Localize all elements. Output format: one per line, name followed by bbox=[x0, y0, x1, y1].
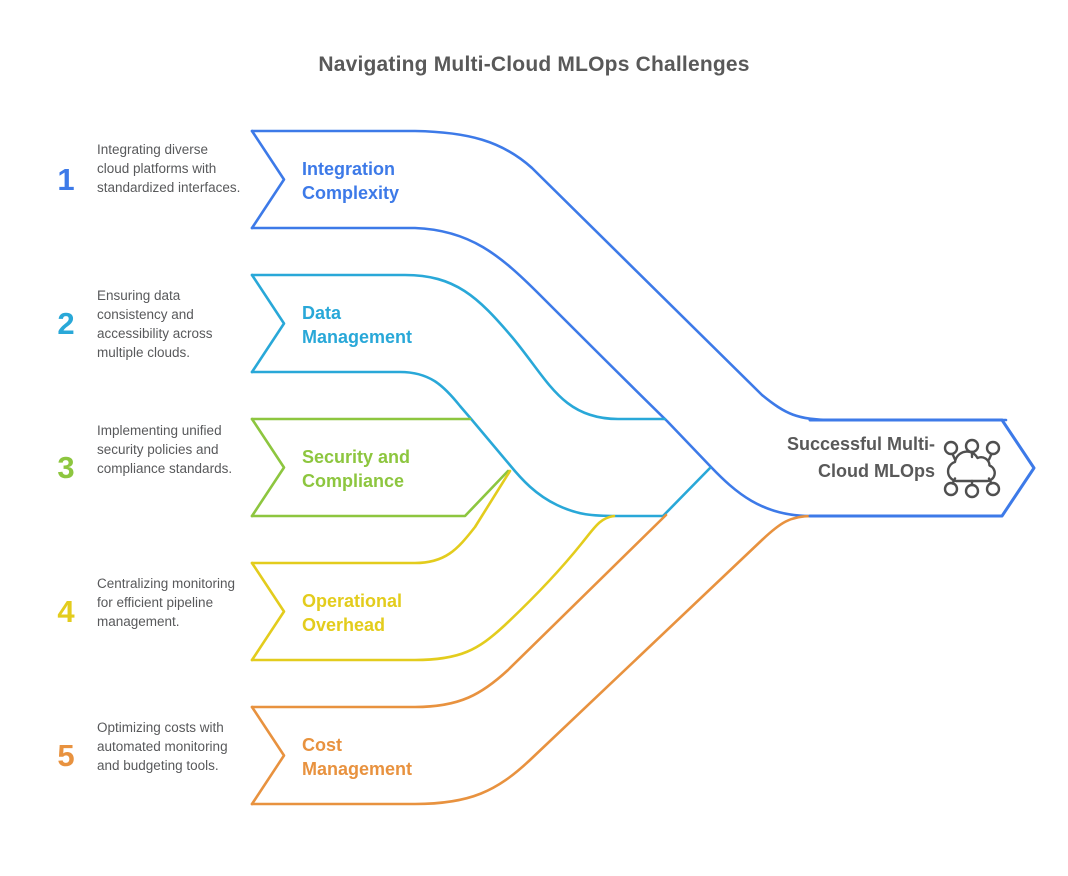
item-5-description: Optimizing costs with automated monitori… bbox=[97, 720, 228, 773]
band-5-chevron-edge bbox=[250, 705, 286, 806]
node-top-left bbox=[943, 440, 959, 456]
band-1-integration-complexity-ribbon bbox=[250, 129, 1008, 518]
item-5-label: Cost Management bbox=[302, 735, 413, 779]
item-5-number: 5 bbox=[57, 738, 75, 773]
item-4-description: Centralizing monitoring for efficient pi… bbox=[97, 576, 236, 629]
band-1-top-edge bbox=[250, 129, 1008, 422]
band-3-chevron-edge bbox=[250, 417, 286, 518]
node-top-mid bbox=[964, 438, 980, 454]
item-3-description: Implementing unified security policies a… bbox=[97, 423, 233, 476]
band-3-security-compliance-ribbon bbox=[250, 417, 510, 518]
band-2-top-edge bbox=[250, 273, 667, 421]
band-4-chevron-edge bbox=[250, 561, 286, 662]
item-2-label: Data Management bbox=[302, 303, 413, 347]
band-2-data-management-ribbon bbox=[250, 273, 712, 518]
diagram-title: Navigating Multi-Cloud MLOps Challenges bbox=[318, 53, 750, 76]
item-1-label: Integration Complexity bbox=[302, 159, 400, 203]
node-bottom-right bbox=[985, 481, 1001, 497]
band-4-bottom-edge bbox=[250, 514, 616, 662]
item-3-number: 3 bbox=[57, 450, 75, 485]
result-arrow-outline bbox=[808, 418, 1036, 518]
band-5-bottom-edge bbox=[250, 514, 814, 806]
band-1-bottom-edge bbox=[250, 226, 812, 518]
item-2-description: Ensuring data consistency and accessibil… bbox=[97, 288, 213, 360]
result-label: Successful Multi-Cloud MLOps bbox=[786, 434, 935, 481]
item-3-label: Security and Compliance bbox=[302, 447, 411, 491]
item-4-label: Operational Overhead bbox=[302, 591, 403, 635]
item-2-number: 2 bbox=[57, 306, 75, 341]
band-4-top-edge bbox=[250, 469, 512, 565]
node-bottom-mid bbox=[964, 483, 980, 499]
cloud-network-icon bbox=[943, 438, 1001, 499]
band-2-bottom-edge bbox=[250, 370, 712, 518]
band-2-chevron-edge bbox=[250, 273, 286, 374]
node-bottom-left bbox=[943, 481, 959, 497]
cloud-shape bbox=[946, 450, 996, 483]
item-1-number: 1 bbox=[57, 162, 75, 197]
item-4-number: 4 bbox=[57, 594, 75, 629]
band-3-bottom-edge bbox=[250, 469, 510, 518]
band-1-chevron-edge bbox=[250, 129, 286, 230]
band-4-operational-overhead-ribbon bbox=[250, 469, 616, 662]
node-top-right bbox=[985, 440, 1001, 456]
item-1-description: Integrating diverse cloud platforms with… bbox=[97, 142, 241, 195]
band-5-cost-management-ribbon bbox=[250, 513, 814, 806]
node-links bbox=[951, 450, 993, 487]
band-5-top-edge bbox=[250, 513, 668, 709]
